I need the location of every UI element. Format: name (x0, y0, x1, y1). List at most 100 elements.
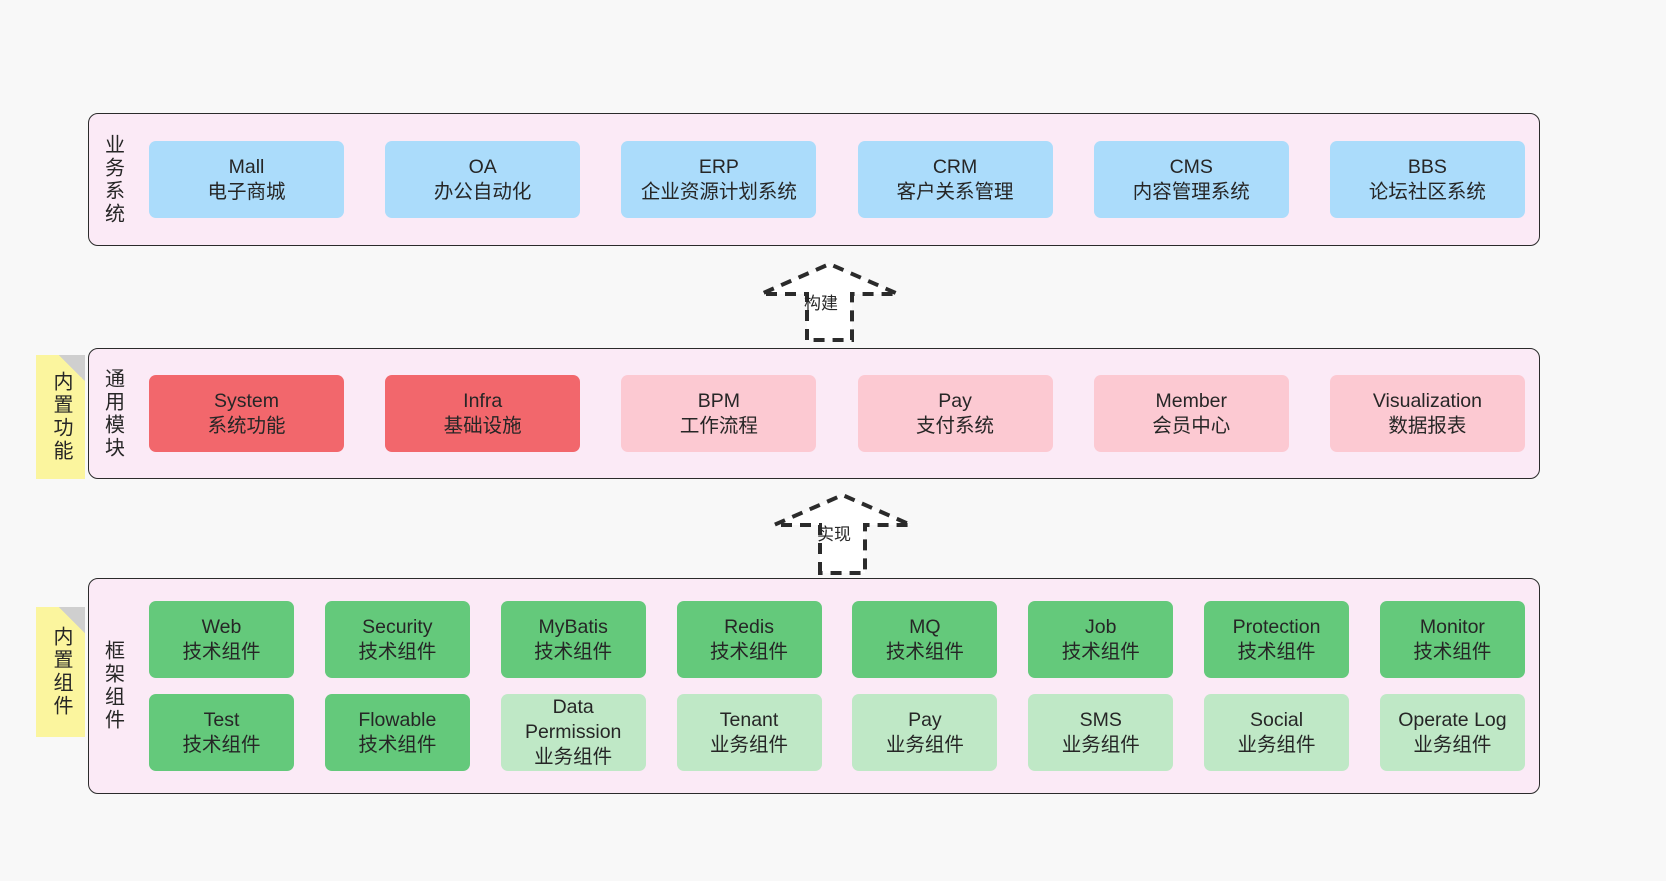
card-subtitle: 技术组件 (710, 640, 789, 663)
card-title: Member (1155, 389, 1228, 412)
connector-arrow-implement: 实现 (770, 492, 915, 575)
card-title: System (213, 389, 279, 412)
card-subtitle: 技术组件 (885, 640, 964, 663)
tab-builtin-feature-label: 内置功能 (50, 371, 72, 463)
card-subtitle: 客户关系管理 (896, 180, 1014, 203)
tab-builtin-component: 内置组件 (36, 607, 85, 737)
card-subtitle: 数据报表 (1388, 414, 1467, 437)
card-subtitle: 支付系统 (916, 414, 995, 437)
card-title: BPM (697, 389, 740, 412)
card-subtitle: 系统功能 (207, 414, 286, 437)
card-subtitle: 工作流程 (679, 414, 758, 437)
card-title: Pay (908, 708, 942, 731)
layer-framework-component-title: 框架组件 (101, 640, 124, 732)
card-title: OA (468, 155, 497, 178)
card-subtitle: 企业资源计划系统 (640, 180, 797, 203)
card-subtitle: 技术组件 (182, 733, 261, 756)
card-title: Monitor (1419, 615, 1485, 638)
card-title: ERP (698, 155, 739, 178)
card-title: MyBatis (538, 615, 608, 638)
card-subtitle: 内容管理系统 (1132, 180, 1250, 203)
card-subtitle: 业务组件 (1413, 733, 1492, 756)
card-title: Infra (463, 389, 503, 412)
card-title: Operate Log (1398, 708, 1507, 731)
card-subtitle: 基础设施 (443, 414, 522, 437)
card-subtitle: 业务组件 (885, 733, 964, 756)
card-subtitle: 会员中心 (1152, 414, 1231, 437)
layer-common-module-title: 通用模块 (101, 367, 124, 460)
layer-business-system-title: 业务系统 (101, 133, 124, 226)
card-subtitle: 技术组件 (1237, 640, 1316, 663)
card-title: Tenant (719, 708, 779, 731)
card-title: Flowable (358, 708, 437, 731)
card-subtitle: 业务组件 (534, 745, 613, 768)
card-title: Redis (724, 615, 774, 638)
connector-label-build: 构建 (804, 294, 838, 313)
card-title: Pay (938, 389, 972, 412)
card-title: CMS (1169, 155, 1213, 178)
card-subtitle: 技术组件 (182, 640, 261, 663)
card-title: Test (203, 708, 240, 731)
card-subtitle: 技术组件 (1061, 640, 1140, 663)
card-title: Visualization (1372, 389, 1482, 412)
connector-arrow-build: 构建 (757, 261, 902, 342)
card-title: MQ (909, 615, 941, 638)
card-subtitle: 业务组件 (1061, 733, 1140, 756)
card-title: Data Permission (524, 696, 622, 744)
card-subtitle: 技术组件 (358, 733, 437, 756)
card-subtitle: 技术组件 (358, 640, 437, 663)
tab-builtin-feature: 内置功能 (36, 355, 85, 479)
card-title: CRM (932, 155, 978, 178)
card-subtitle: 电子商城 (207, 180, 286, 203)
card-title: Security (362, 615, 433, 638)
card-subtitle: 技术组件 (534, 640, 613, 663)
card-subtitle: 技术组件 (1413, 640, 1492, 663)
card-title: Job (1084, 615, 1117, 638)
card-subtitle: 办公自动化 (433, 180, 532, 203)
card-subtitle: 业务组件 (710, 733, 789, 756)
card-title: SMS (1079, 708, 1122, 731)
connector-label-implement: 实现 (817, 525, 851, 544)
card-title: Social (1250, 708, 1304, 731)
card-title: Mall (228, 155, 265, 178)
card-title: BBS (1407, 155, 1447, 178)
